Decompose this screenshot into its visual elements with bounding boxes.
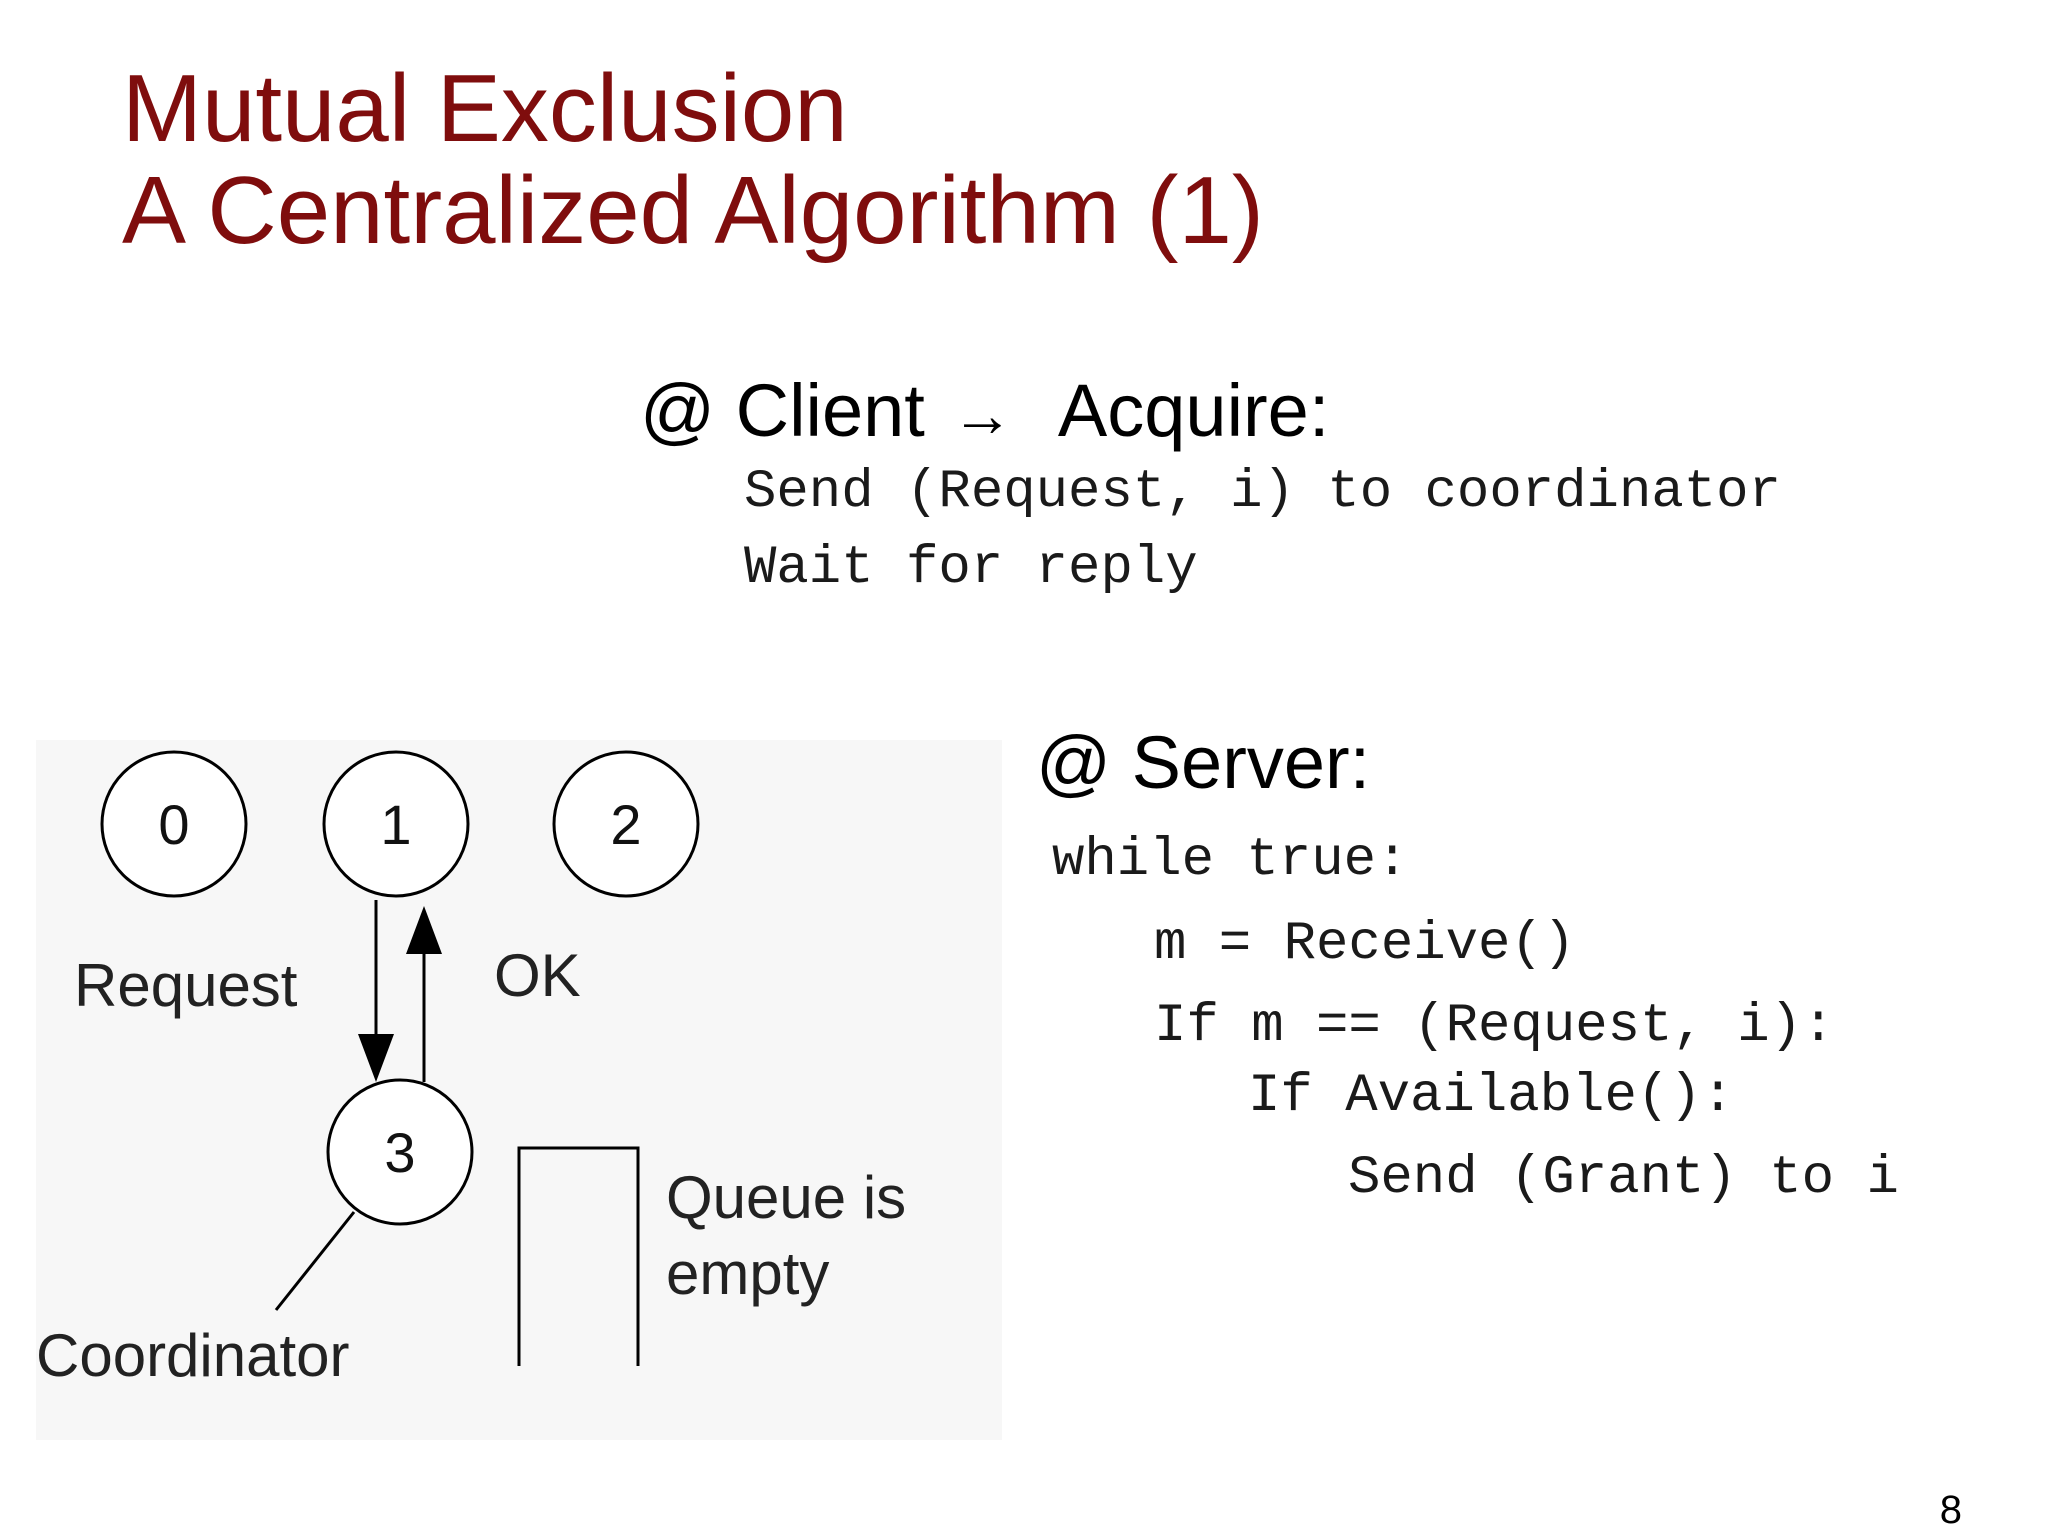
server-code-line-4: If Available():	[1248, 1066, 1735, 1127]
node-0-label: 0	[158, 793, 189, 856]
queue-box	[517, 1146, 640, 1366]
server-code-line-3: If m == (Request, i):	[1154, 996, 1835, 1057]
node-1-label: 1	[380, 793, 411, 856]
queue-label-line-1: Queue is	[666, 1164, 906, 1231]
node-3-circle	[326, 1078, 474, 1226]
slide-title: Mutual Exclusion A Centralized Algorithm…	[122, 58, 1264, 262]
page-number: 8	[1939, 1488, 1962, 1532]
coordinator-pointer-line	[274, 1211, 356, 1311]
server-code-line-5: Send (Grant) to i	[1348, 1148, 1899, 1209]
right-arrow-icon: →	[951, 381, 1014, 450]
title-line-2: A Centralized Algorithm (1)	[122, 157, 1264, 264]
ok-arrowhead-icon	[406, 906, 442, 954]
node-1-circle	[322, 750, 470, 898]
queue-label-line-2: empty	[666, 1240, 829, 1307]
client-code-line-1: Send (Request, i) to coordinator	[744, 462, 1781, 523]
request-label: Request	[74, 952, 298, 1019]
node-2-circle	[552, 750, 700, 898]
node-3-label: 3	[384, 1121, 415, 1184]
title-line-1: Mutual Exclusion	[122, 55, 848, 162]
server-code-line-2: m = Receive()	[1154, 914, 1576, 975]
ok-label: OK	[494, 942, 581, 1009]
client-code-line-2: Wait for reply	[744, 538, 1198, 599]
coordinator-label: Coordinator	[36, 1322, 350, 1389]
client-heading-suffix: Acquire:	[1057, 369, 1330, 452]
node-2-label: 2	[610, 793, 641, 856]
server-code-line-1: while true:	[1052, 830, 1409, 891]
diagram-svg: 0 1 2 3 Request OK Coordinator Queue is …	[36, 750, 906, 1389]
coordinator-diagram: 0 1 2 3 Request OK Coordinator Queue is …	[36, 740, 1002, 1440]
node-0-circle	[100, 750, 248, 898]
request-arrowhead-icon	[358, 1034, 394, 1082]
client-heading: @ Client → Acquire:	[640, 368, 1329, 453]
server-heading: @ Server:	[1036, 721, 1371, 804]
client-heading-prefix: @ Client	[640, 369, 925, 452]
